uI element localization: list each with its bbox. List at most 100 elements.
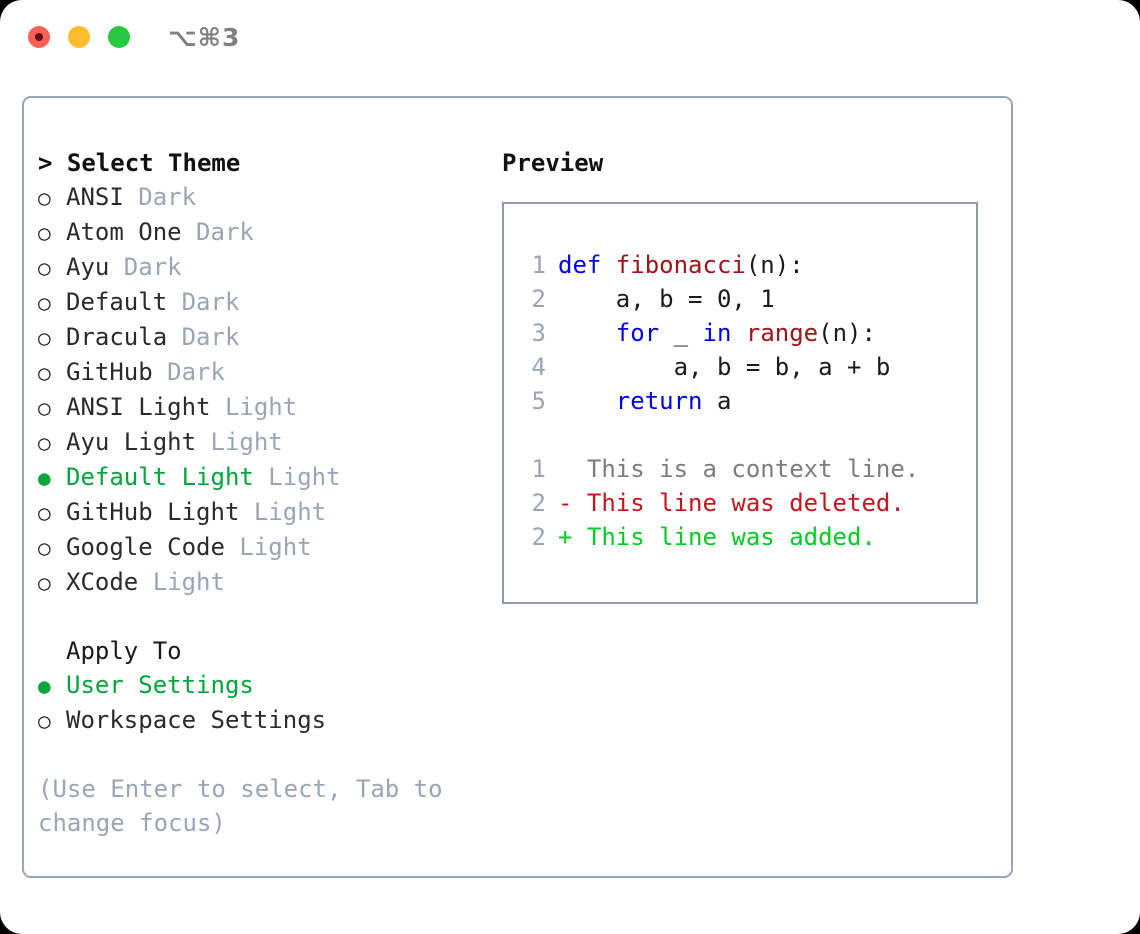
code-token: (n):: [745, 251, 804, 279]
code-token: return: [615, 387, 703, 415]
radio-unselected-icon: ○: [38, 186, 51, 210]
diff-line-del: 2- This line was deleted.: [516, 486, 919, 520]
radio-unselected-icon: ○: [38, 709, 51, 733]
caret-icon: >: [38, 149, 53, 177]
theme-item-variant: Light: [210, 393, 298, 421]
code-token: [731, 316, 745, 350]
apply-to-item-user-settings[interactable]: ●User Settings: [38, 668, 488, 703]
keyboard-hint: (Use Enter to select, Tab to change focu…: [38, 775, 458, 837]
radio-unselected-icon: ○: [38, 256, 51, 280]
radio-unselected-icon: ○: [38, 396, 51, 420]
theme-picker-heading-label: Select Theme: [66, 149, 241, 177]
theme-item-label: ANSI: [66, 183, 124, 211]
radio-unselected-icon: ○: [38, 571, 51, 595]
code-token: [558, 316, 616, 350]
code-token: (n):: [818, 319, 876, 347]
window-title: ⌥⌘3: [168, 23, 241, 52]
theme-item-variant: Light: [224, 533, 312, 561]
diff-line-number: 2: [531, 489, 546, 517]
theme-item-ansi[interactable]: ○ ANSI Dark: [38, 180, 488, 215]
apply-to-list: ●User Settings ○ Workspace Settings: [38, 668, 488, 738]
apply-to-item-label: Workspace Settings: [66, 706, 327, 734]
code-line-number: 2: [531, 285, 546, 313]
code-token: a: [702, 387, 732, 415]
diff-marker: +: [558, 523, 573, 551]
code-token: [558, 384, 616, 418]
code-line-number: 3: [531, 319, 546, 347]
code-token: in: [702, 319, 732, 347]
theme-item-variant: Light: [253, 463, 341, 491]
preview-title: Preview: [502, 149, 604, 177]
code-blank-line: [516, 418, 919, 452]
theme-item-dracula[interactable]: ○ Dracula Dark: [38, 320, 488, 355]
diff-line-ctx: 1 This is a context line.: [516, 452, 920, 486]
code-line: 1 def fibonacci(n):: [516, 248, 919, 282]
theme-item-variant: Dark: [152, 358, 225, 386]
code-token: range: [745, 319, 819, 347]
code-token: _: [659, 319, 703, 347]
theme-item-variant: Dark: [181, 218, 254, 246]
theme-item-default[interactable]: ○Default Dark: [38, 285, 488, 320]
theme-item-xcode[interactable]: ○ XCode Light: [38, 565, 488, 600]
theme-item-label: Ayu: [66, 253, 110, 281]
minimize-button[interactable]: [68, 26, 90, 48]
title-bar: ⌥⌘3: [0, 0, 1140, 78]
apply-to-heading: Apply To: [66, 637, 182, 665]
radio-unselected-icon: ○: [38, 431, 51, 455]
code-line-number: 1: [531, 251, 546, 279]
maximize-button[interactable]: [108, 26, 130, 48]
code-line: 5 return a: [516, 384, 919, 418]
code-line-number: 5: [531, 387, 546, 415]
traffic-lights: [28, 26, 130, 48]
code-token: fibonacci: [615, 251, 746, 279]
code-token: for: [615, 319, 660, 347]
theme-item-label: Atom One: [66, 218, 182, 246]
theme-item-label: Default Light: [66, 463, 254, 491]
theme-item-atom-one[interactable]: ○ Atom One Dark: [38, 215, 488, 250]
code-token: a, b = 0, 1: [558, 285, 775, 313]
theme-item-ayu-light[interactable]: ○ Ayu Light Light: [38, 425, 488, 460]
theme-item-variant: Dark: [167, 288, 240, 316]
theme-item-default-light[interactable]: ●Default Light Light: [38, 460, 488, 495]
code-line-number: 4: [531, 353, 546, 381]
theme-picker-column: > Select Theme ○ANSI Dark○Atom One Dark○…: [38, 146, 488, 840]
theme-item-google-code[interactable]: ○ Google Code Light: [38, 530, 488, 565]
diff-text: This line was added.: [572, 523, 876, 551]
theme-item-label: Dracula: [66, 323, 168, 351]
diff-text: This is a context line.: [572, 455, 920, 483]
code-token: def: [558, 251, 616, 279]
theme-item-variant: Dark: [123, 183, 197, 211]
theme-item-github[interactable]: ○GitHub Dark: [38, 355, 488, 390]
theme-item-variant: Light: [138, 568, 225, 596]
theme-item-label: Google Code: [66, 533, 225, 561]
code-line: 4 a, b = b, a + b: [516, 350, 919, 384]
theme-item-ansi-light[interactable]: ○ANSI Light Light: [38, 390, 488, 425]
apply-to-item-label: User Settings: [66, 671, 254, 699]
theme-item-label: Ayu Light: [66, 428, 197, 456]
theme-item-label: XCode: [66, 568, 139, 596]
diff-line-number: 1: [531, 455, 546, 483]
radio-unselected-icon: ○: [38, 501, 51, 525]
diff-line-add: 2 + This line was added.: [516, 520, 919, 554]
theme-item-ayu[interactable]: ○ Ayu Dark: [38, 250, 488, 285]
theme-item-label: GitHub: [66, 358, 153, 386]
radio-unselected-icon: ○: [38, 291, 51, 315]
radio-unselected-icon: ○: [38, 326, 51, 350]
code-line: 2 a, b = 0, 1: [516, 282, 919, 316]
theme-item-github-light[interactable]: ○GitHub Light Light: [38, 495, 488, 530]
theme-item-variant: Light: [196, 428, 283, 456]
theme-item-label: GitHub Light: [66, 498, 240, 526]
radio-unselected-icon: ○: [38, 536, 51, 560]
close-button[interactable]: [28, 26, 50, 48]
code-token: a, b = b, a + b: [558, 353, 891, 381]
theme-item-variant: Dark: [109, 253, 182, 281]
diff-marker: -: [558, 489, 573, 517]
radio-unselected-icon: ○: [38, 221, 51, 245]
diff-line-number: 2: [531, 523, 546, 551]
theme-item-variant: Dark: [167, 323, 240, 351]
main-panel: > Select Theme ○ANSI Dark○Atom One Dark○…: [22, 96, 1013, 878]
apply-to-item-workspace-settings[interactable]: ○ Workspace Settings: [38, 703, 488, 738]
